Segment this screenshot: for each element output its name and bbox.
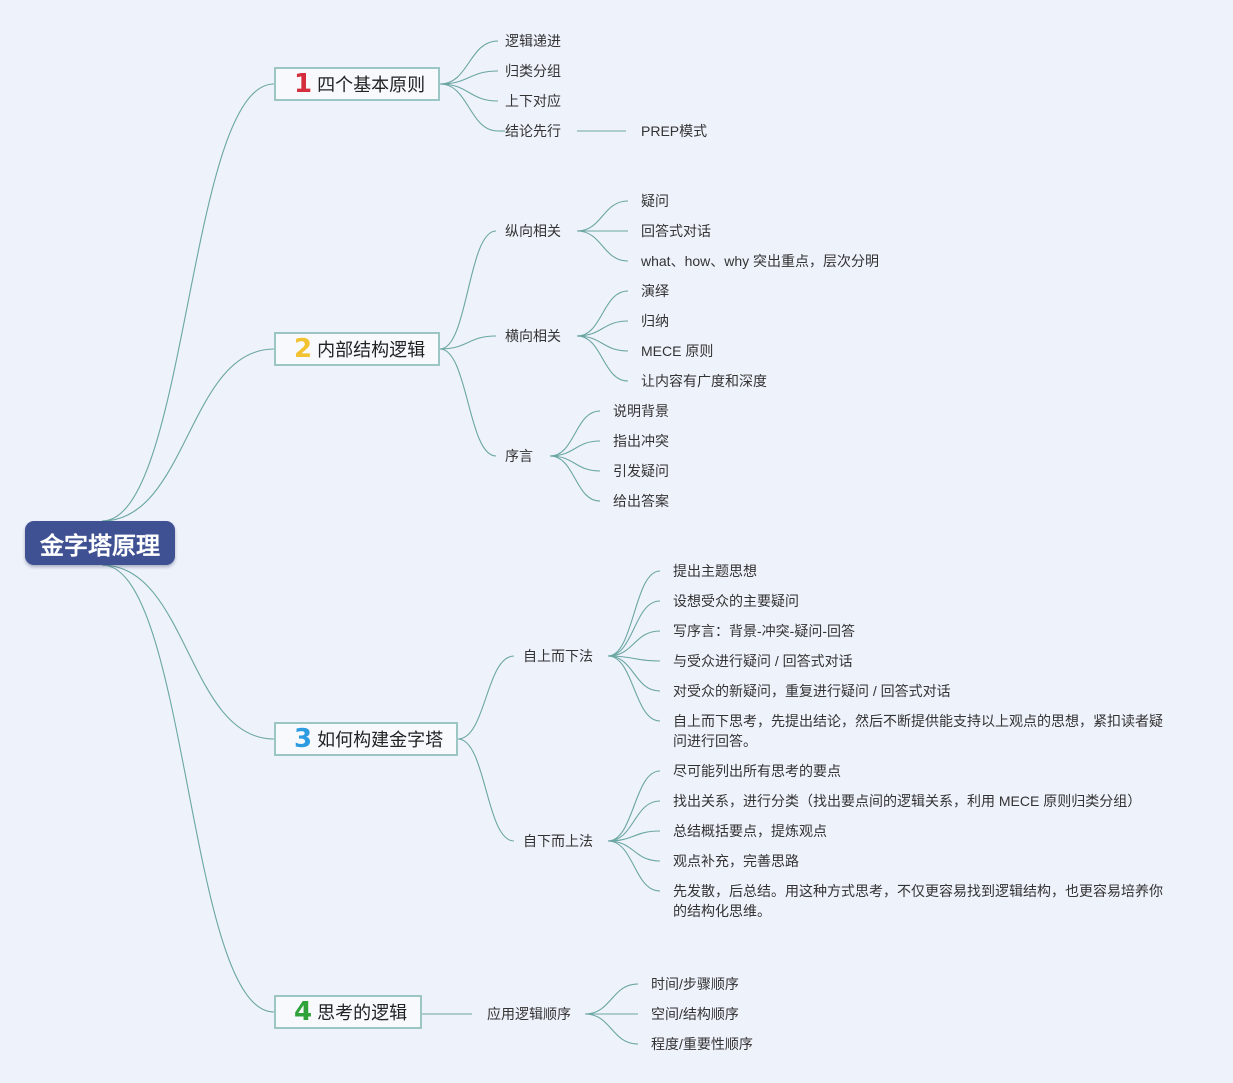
preface-conflict: 指出冲突 [613, 433, 669, 449]
preface-answer: 给出答案 [613, 493, 669, 509]
preface-sub-0 [549, 410, 601, 457]
vertical-question: 疑问 [641, 193, 669, 209]
top-down-step-5: 对受众的新疑问，重复进行疑问 / 回答式对话 [673, 683, 951, 699]
root-label: 金字塔原理 [40, 532, 160, 560]
top-down-summary: 自上而下思考，先提出结论，然后不断提供能支持以上观点的思想，紧扣读者疑问进行回答… [673, 713, 1163, 749]
prep-mode: PREP模式 [641, 123, 708, 139]
top-down-sub-1 [607, 600, 661, 657]
bottom-up-step-2: 找出关系，进行分类（找出要点间的逻辑关系，利用 MECE 原则归类分组） [673, 793, 1142, 809]
horizontal-sub-2 [576, 335, 629, 352]
bottom-up-method: 自下而上法 [523, 833, 593, 849]
principle-correspondence: 上下对应 [505, 93, 561, 109]
branch-3-number: 3 [294, 724, 313, 754]
vertical-what-how-why: what、how、why 突出重点，层次分明 [641, 253, 880, 269]
top-down-step-1: 提出主题思想 [673, 563, 757, 579]
horizontal-sub-0 [576, 290, 629, 337]
branch-2-number: 2 [294, 334, 313, 364]
vertical-sub-2 [576, 230, 629, 262]
preface-sub-2 [549, 455, 601, 472]
order-space-structure: 空间/结构顺序 [651, 1006, 739, 1022]
branch-4-label: 思考的逻辑 [317, 1003, 408, 1023]
b1-item-3 [439, 83, 499, 132]
bottom-up-step-1: 尽可能列出所有思考的要点 [673, 763, 841, 779]
b1-item-1 [439, 70, 499, 85]
bottom-up-sub-4 [607, 840, 661, 892]
preface-sub-1 [549, 440, 601, 457]
b3-top-down [457, 655, 515, 740]
principle-grouping: 归类分组 [505, 63, 561, 79]
horizontal-breadth-depth: 让内容有广度和深度 [641, 373, 767, 389]
b2-vertical [439, 230, 497, 350]
root-to-branch-4 [101, 564, 275, 1013]
branch-3-label: 如何构建金字塔 [317, 730, 444, 750]
horizontal-deduction: 演绎 [641, 283, 669, 299]
preface-question: 引发疑问 [613, 463, 669, 479]
branch-3-node[interactable]: 3 如何构建金字塔 [274, 722, 458, 756]
b2-horizontal [439, 335, 497, 350]
preface-background: 说明背景 [613, 403, 669, 419]
logic-order: 应用逻辑顺序 [487, 1006, 571, 1022]
order-sub-0 [584, 983, 639, 1015]
order-time-step: 时间/步骤顺序 [651, 976, 739, 992]
vertical-sub-0 [576, 200, 629, 232]
branch-4-node[interactable]: 4 思考的逻辑 [274, 995, 422, 1029]
principle-logic-progression: 逻辑递进 [505, 33, 561, 49]
root-to-branch-1 [101, 83, 275, 522]
b1-item-2 [439, 83, 499, 102]
horizontal-sub-1 [576, 320, 629, 337]
horizontal-sub-3 [576, 335, 629, 382]
top-down-sub-0 [607, 570, 661, 657]
order-degree-importance: 程度/重要性顺序 [651, 1036, 753, 1052]
top-down-method: 自上而下法 [523, 648, 593, 664]
bottom-up-sub-1 [607, 800, 661, 842]
branch-1-label: 四个基本原则 [317, 75, 426, 95]
top-down-step-3: 写序言：背景-冲突-疑问-回答 [673, 623, 855, 639]
bottom-up-sub-0 [607, 770, 661, 842]
top-down-sub-4 [607, 655, 661, 692]
branch-2-node[interactable]: 2 内部结构逻辑 [274, 332, 440, 366]
order-sub-2 [584, 1013, 639, 1045]
vertical-dialogue: 回答式对话 [641, 223, 711, 239]
horizontal-mece: MECE 原则 [641, 343, 714, 359]
top-down-step-4: 与受众进行疑问 / 回答式对话 [673, 653, 853, 669]
b3-bottom-up [457, 738, 515, 842]
b1-item-0 [439, 40, 499, 85]
vertical-relation: 纵向相关 [505, 223, 561, 239]
branch-1-number: 1 [294, 69, 313, 99]
top-down-sub-5 [607, 655, 661, 722]
bottom-up-step-3: 总结概括要点，提炼观点 [673, 823, 827, 839]
top-down-step-2: 设想受众的主要疑问 [673, 593, 799, 609]
top-down-sub-2 [607, 630, 661, 657]
branch-1-node[interactable]: 1 四个基本原则 [274, 67, 440, 101]
bottom-up-sub-3 [607, 840, 661, 862]
horizontal-relation: 横向相关 [505, 328, 561, 344]
branch-4-number: 4 [294, 997, 313, 1027]
root-to-branch-3 [101, 564, 275, 740]
bottom-up-sub-2 [607, 830, 661, 842]
b2-preface [439, 348, 497, 457]
root-node[interactable]: 金字塔原理 [25, 521, 175, 565]
preface-sub-3 [549, 455, 601, 502]
bottom-up-step-4: 观点补充，完善思路 [673, 853, 799, 869]
principle-conclusion-first: 结论先行 [505, 123, 561, 139]
preface: 序言 [505, 448, 533, 464]
horizontal-induction: 归纳 [641, 313, 669, 329]
branch-2-label: 内部结构逻辑 [317, 340, 426, 360]
root-to-branch-2 [101, 348, 275, 522]
bottom-up-summary: 先发散，后总结。用这种方式思考，不仅更容易找到逻辑结构，也更容易培养你的结构化思… [673, 883, 1163, 919]
